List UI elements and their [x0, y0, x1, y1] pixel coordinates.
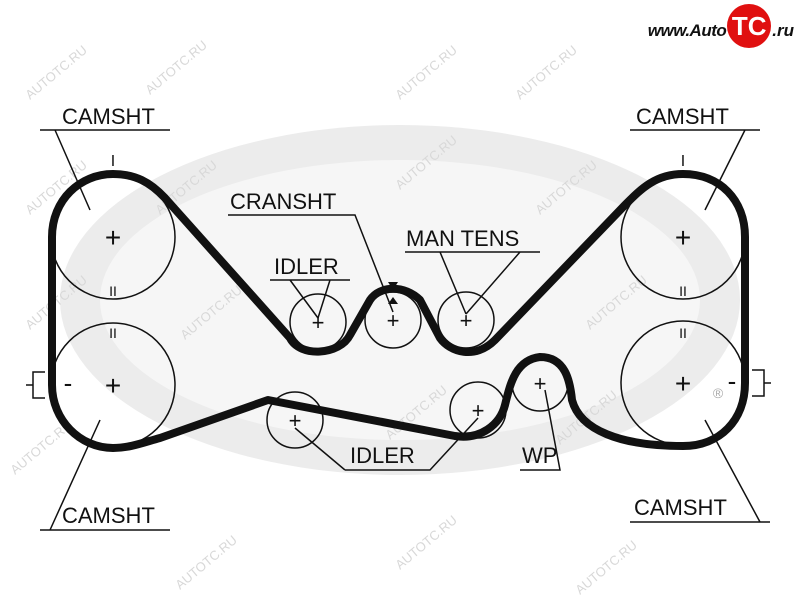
bracket-left-icon: [26, 371, 45, 399]
svg-text:+: +: [387, 308, 400, 333]
logo-brand: TC: [731, 10, 767, 41]
logo-suffix: .ru: [772, 21, 794, 40]
logo-prefix: www.Auto: [647, 21, 727, 40]
svg-text:+: +: [289, 408, 302, 433]
label-man-tens: MAN TENS: [406, 226, 519, 251]
svg-text:II: II: [679, 283, 687, 299]
label-camsht-top-right: CAMSHT: [636, 104, 729, 129]
svg-text:AUTOTC.RU: AUTOTC.RU: [392, 42, 460, 102]
label-wp: WP: [522, 443, 557, 468]
svg-text:II: II: [109, 325, 117, 341]
svg-text:AUTOTC.RU: AUTOTC.RU: [572, 537, 640, 597]
label-camsht-top-left: CAMSHT: [62, 104, 155, 129]
label-camsht-bottom-left: CAMSHT: [62, 503, 155, 528]
svg-text:+: +: [460, 308, 473, 333]
autotc-logo[interactable]: www.Auto TC .ru: [648, 4, 794, 48]
svg-text:AUTOTC.RU: AUTOTC.RU: [22, 42, 90, 102]
svg-text:+: +: [534, 371, 547, 396]
svg-text:+: +: [675, 368, 691, 399]
label-cranksht: CRANSHT: [230, 189, 336, 214]
label-idler-lower: IDLER: [350, 443, 415, 468]
svg-text:AUTOTC.RU: AUTOTC.RU: [392, 512, 460, 572]
label-idler-upper: IDLER: [274, 254, 339, 279]
bracket-right-icon: [752, 369, 771, 397]
svg-text:®: ®: [713, 385, 724, 401]
svg-text:-: -: [64, 368, 73, 398]
svg-text:I: I: [681, 153, 685, 170]
timing-belt: [48, 170, 749, 452]
crank-timing-mark-icon: [388, 297, 398, 304]
svg-text:+: +: [105, 222, 121, 253]
svg-text:+: +: [472, 398, 485, 423]
label-camsht-bottom-right: CAMSHT: [634, 495, 727, 520]
svg-text:-: -: [728, 366, 737, 396]
crank-timing-arrow-icon: [388, 282, 398, 290]
svg-text:AUTOTC.RU: AUTOTC.RU: [512, 42, 580, 102]
svg-text:II: II: [109, 283, 117, 299]
svg-text:+: +: [675, 222, 691, 253]
svg-text:I: I: [111, 153, 115, 170]
svg-text:+: +: [105, 370, 121, 401]
center-marks: + + + + + + + + + + - - I I II II II II …: [64, 153, 737, 433]
svg-text:AUTOTC.RU: AUTOTC.RU: [172, 532, 240, 592]
svg-text:II: II: [679, 325, 687, 341]
svg-text:AUTOTC.RU: AUTOTC.RU: [142, 37, 210, 97]
idler-pulley-lower-left: [266, 391, 324, 449]
svg-text:+: +: [312, 310, 325, 335]
logo-red-circle: TC: [727, 4, 772, 48]
leader-lines: [40, 129, 770, 531]
